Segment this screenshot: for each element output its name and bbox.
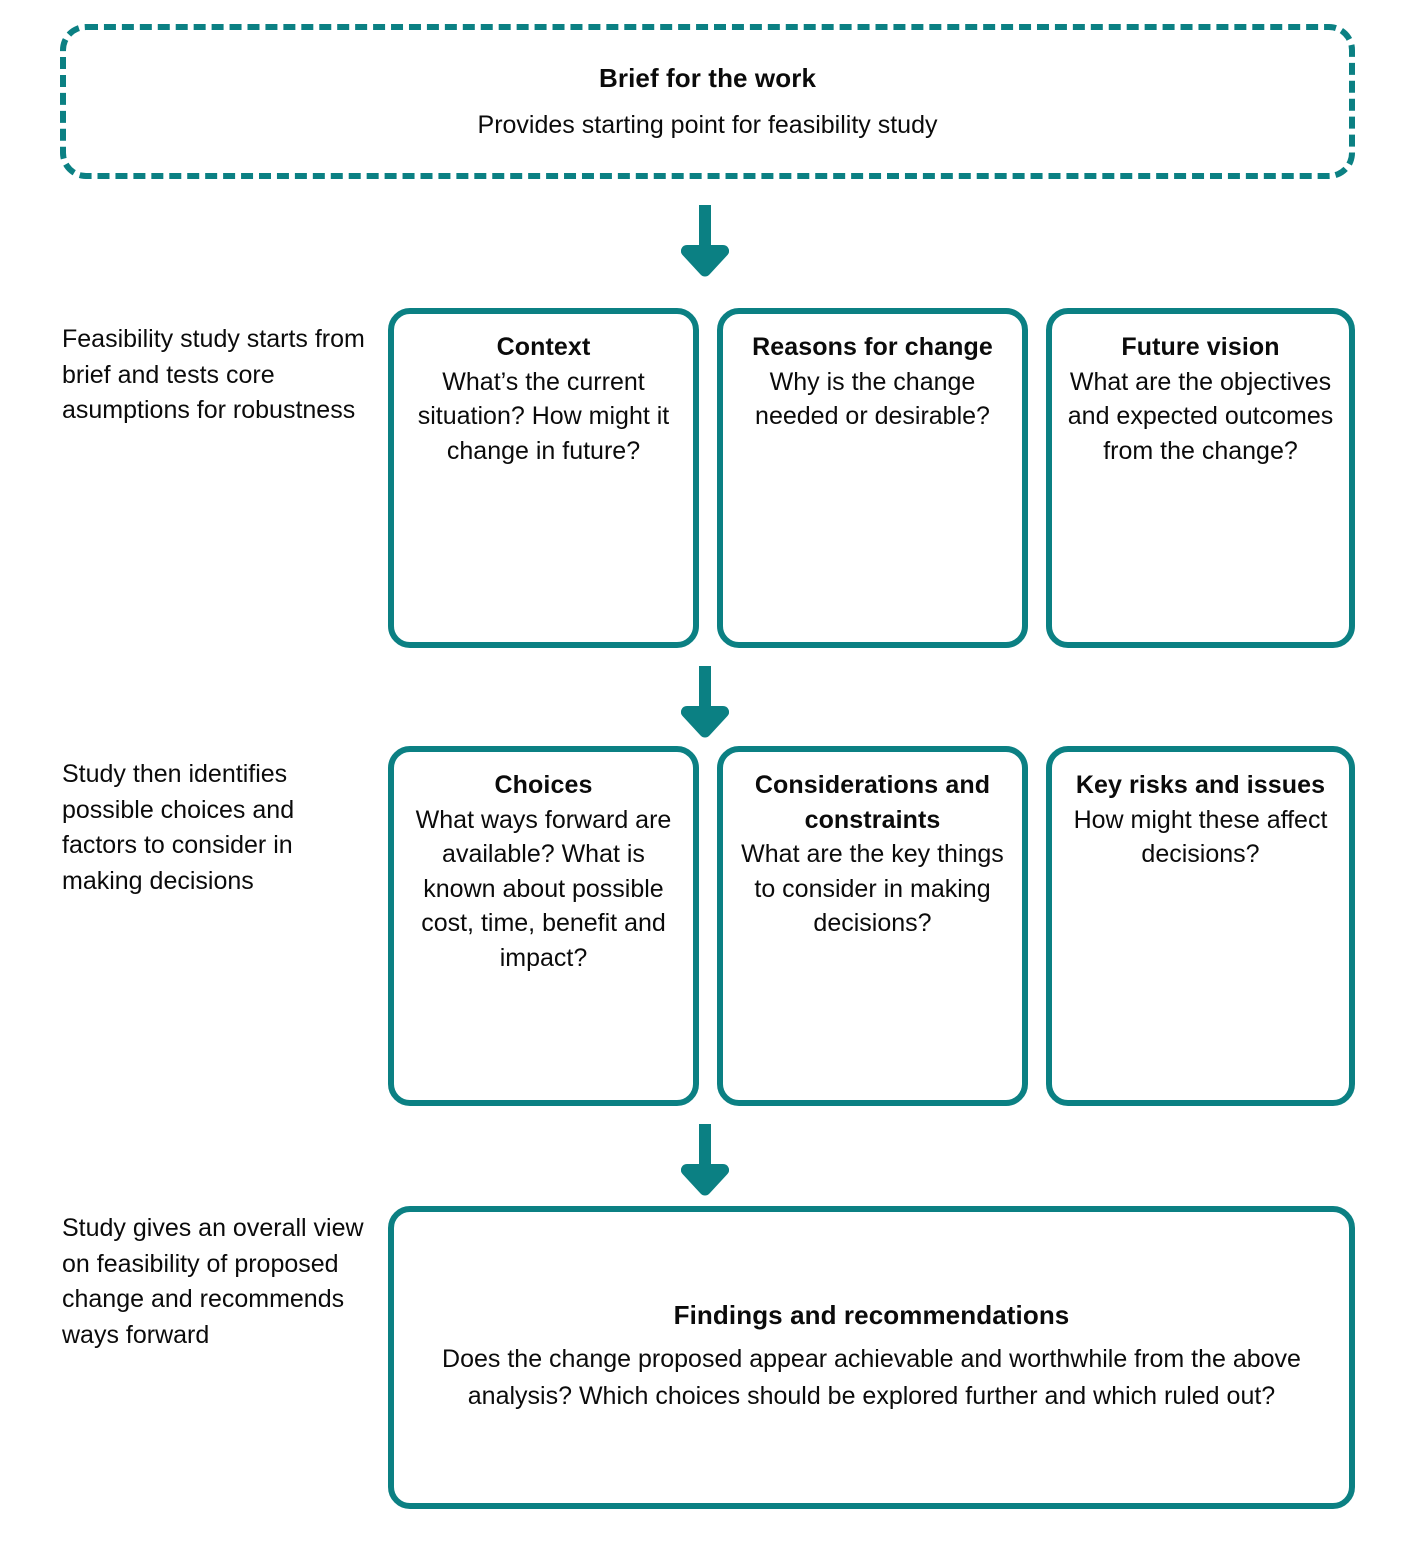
card-choices-body: What ways forward are available? What is… bbox=[415, 805, 672, 972]
card-considerations-and-constraints-title: Considerations and constraints bbox=[754, 771, 991, 834]
card-context: Context What’s the current situation? Ho… bbox=[388, 308, 699, 648]
brief-subtitle: Provides starting point for feasibility … bbox=[477, 110, 938, 139]
card-future-vision-body: What are the objectives and expected out… bbox=[1067, 367, 1334, 465]
brief-for-the-work-box: Brief for the work Provides starting poi… bbox=[60, 24, 1355, 179]
card-considerations-and-constraints: Considerations and constraints What are … bbox=[717, 746, 1028, 1106]
card-future-vision: Future vision What are the objectives an… bbox=[1046, 308, 1355, 648]
card-findings-body: Does the change proposed appear achievab… bbox=[442, 1344, 1301, 1411]
brief-title: Brief for the work bbox=[598, 63, 817, 93]
row-label-study-overall-view: Study gives an overall view on feasibili… bbox=[62, 1214, 364, 1349]
arrow-row1-to-row2 bbox=[681, 666, 729, 738]
card-key-risks-and-issues-body: How might these affect decisions? bbox=[1073, 805, 1328, 869]
card-reasons-for-change-title: Reasons for change bbox=[752, 333, 993, 361]
row-label-study-identifies-choices: Study then identifies possible choices a… bbox=[62, 760, 295, 895]
card-reasons-for-change: Reasons for change Why is the change nee… bbox=[717, 308, 1028, 648]
card-key-risks-and-issues-title: Key risks and issues bbox=[1075, 771, 1326, 799]
arrow-brief-to-row1 bbox=[681, 205, 729, 277]
card-considerations-and-constraints-body: What are the key things to consider in m… bbox=[741, 840, 1004, 937]
card-findings-and-recommendations: Findings and recommendations Does the ch… bbox=[388, 1206, 1355, 1509]
card-key-risks-and-issues: Key risks and issues How might these aff… bbox=[1046, 746, 1355, 1106]
card-choices: Choices What ways forward are available?… bbox=[388, 746, 699, 1106]
row-label-feasibility-study: Feasibility study starts from brief and … bbox=[62, 325, 365, 424]
arrow-row2-to-findings bbox=[681, 1124, 729, 1196]
card-reasons-for-change-body: Why is the change needed or desirable? bbox=[755, 367, 990, 431]
card-choices-title: Choices bbox=[494, 771, 593, 799]
card-future-vision-title: Future vision bbox=[1121, 333, 1280, 361]
card-context-body: What’s the current situation? How might … bbox=[417, 367, 670, 465]
card-context-title: Context bbox=[496, 333, 591, 361]
card-findings-title: Findings and recommendations bbox=[673, 1300, 1070, 1331]
